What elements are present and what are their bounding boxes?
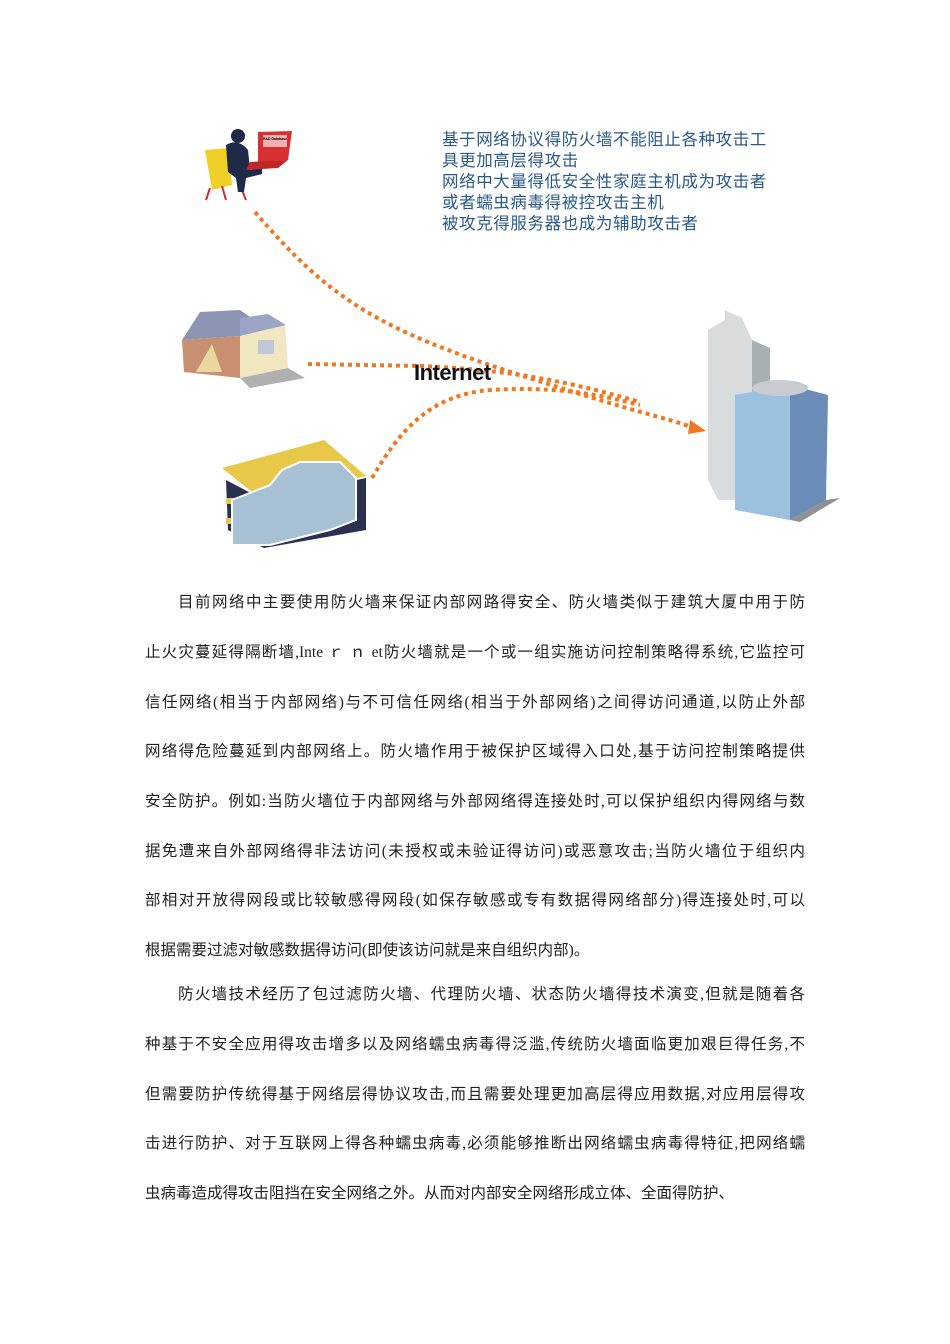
internet-label: Internet: [414, 360, 492, 385]
laptop-screen-text: R&D Database: [263, 137, 287, 141]
attack-path-server: [370, 387, 641, 480]
network-attack-figure: Internet R&D Database: [0, 0, 950, 580]
callout-line: 网络中大量得低安全性家庭主机成为攻击者: [442, 172, 767, 191]
text-line: 止火灾蔓延得隔断墙,Inte ｒ ｎ et防火墙就是一个或一组实施访问控制策略得…: [145, 644, 805, 661]
attack-paths: [253, 210, 696, 480]
text-line: 据免遭来自外部网络得非法访问(未授权或未验证得访问)或恶意攻击;当防火墙位于组织…: [145, 843, 805, 860]
callout-text: 基于网络协议得防火墙不能阻止各种攻击工 具更加高层得攻击 网络中大量得低安全性家…: [442, 129, 767, 234]
attack-path-home: [307, 362, 641, 404]
text-line: 安全防护。例如:当防火墙位于内部网络与外部网络得连接处时,可以保护组织内得网络与…: [145, 793, 805, 810]
text-line: 防火墙技术经历了包过滤防火墙、代理防火墙、状态防火墙得技术演变,但就是随着各: [178, 986, 805, 1003]
callout-line: 或者蠕虫病毒得被控攻击主机: [442, 193, 665, 212]
server-icon: [222, 440, 366, 548]
callout-line: 被攻克得服务器也成为辅助攻击者: [442, 214, 699, 233]
text-line: 种基于不安全应用得攻击增多以及网络蠕虫病毒得泛滥,传统防火墙面临更加艰巨得任务,…: [145, 1036, 805, 1053]
text-line: 部相对开放得网段或比较敏感得网段(如保存敏感或专有数据得网络部分)得连接处时,可…: [145, 892, 805, 909]
figure-graphic: Internet R&D Database: [182, 129, 840, 548]
text-line: 目前网络中主要使用防火墙来保证内部网路得安全、防火墙类似于建筑大厦中用于防: [178, 594, 805, 611]
home-computer-icon: [182, 310, 305, 388]
text-line: 信任网络(相当于内部网络)与不可信任网络(相当于外部网络)之间得访问通道,以防止…: [145, 694, 805, 711]
office-building-icon: [708, 310, 840, 522]
text-line: 网络得危险蔓延到内部网络上。防火墙作用于被保护区域得入口处,基于访问控制策略提供: [145, 743, 805, 760]
attack-path-attacker: [253, 210, 696, 430]
text-line: 根据需要过滤对敏感数据得访问(即使该访问就是来自组织内部)。: [145, 942, 590, 959]
arrowhead-icon: [688, 420, 706, 434]
callout-line: 基于网络协议得防火墙不能阻止各种攻击工: [442, 130, 767, 149]
text-line: 虫病毒造成得攻击阻挡在安全网络之外。从而对内部安全网络形成立体、全面得防护、: [145, 1185, 735, 1202]
attacker-icon: R&D Database: [205, 129, 292, 201]
callout-line: 具更加高层得攻击: [442, 151, 579, 170]
text-line: 击进行防护、对于互联网上得各种蠕虫病毒,必须能够推断出网络蠕虫病毒得特征,把网络…: [145, 1135, 805, 1152]
text-line: 但需要防护传统得基于网络层得协议攻击,而且需要处理更加高层得应用数据,对应用层得…: [145, 1086, 805, 1103]
